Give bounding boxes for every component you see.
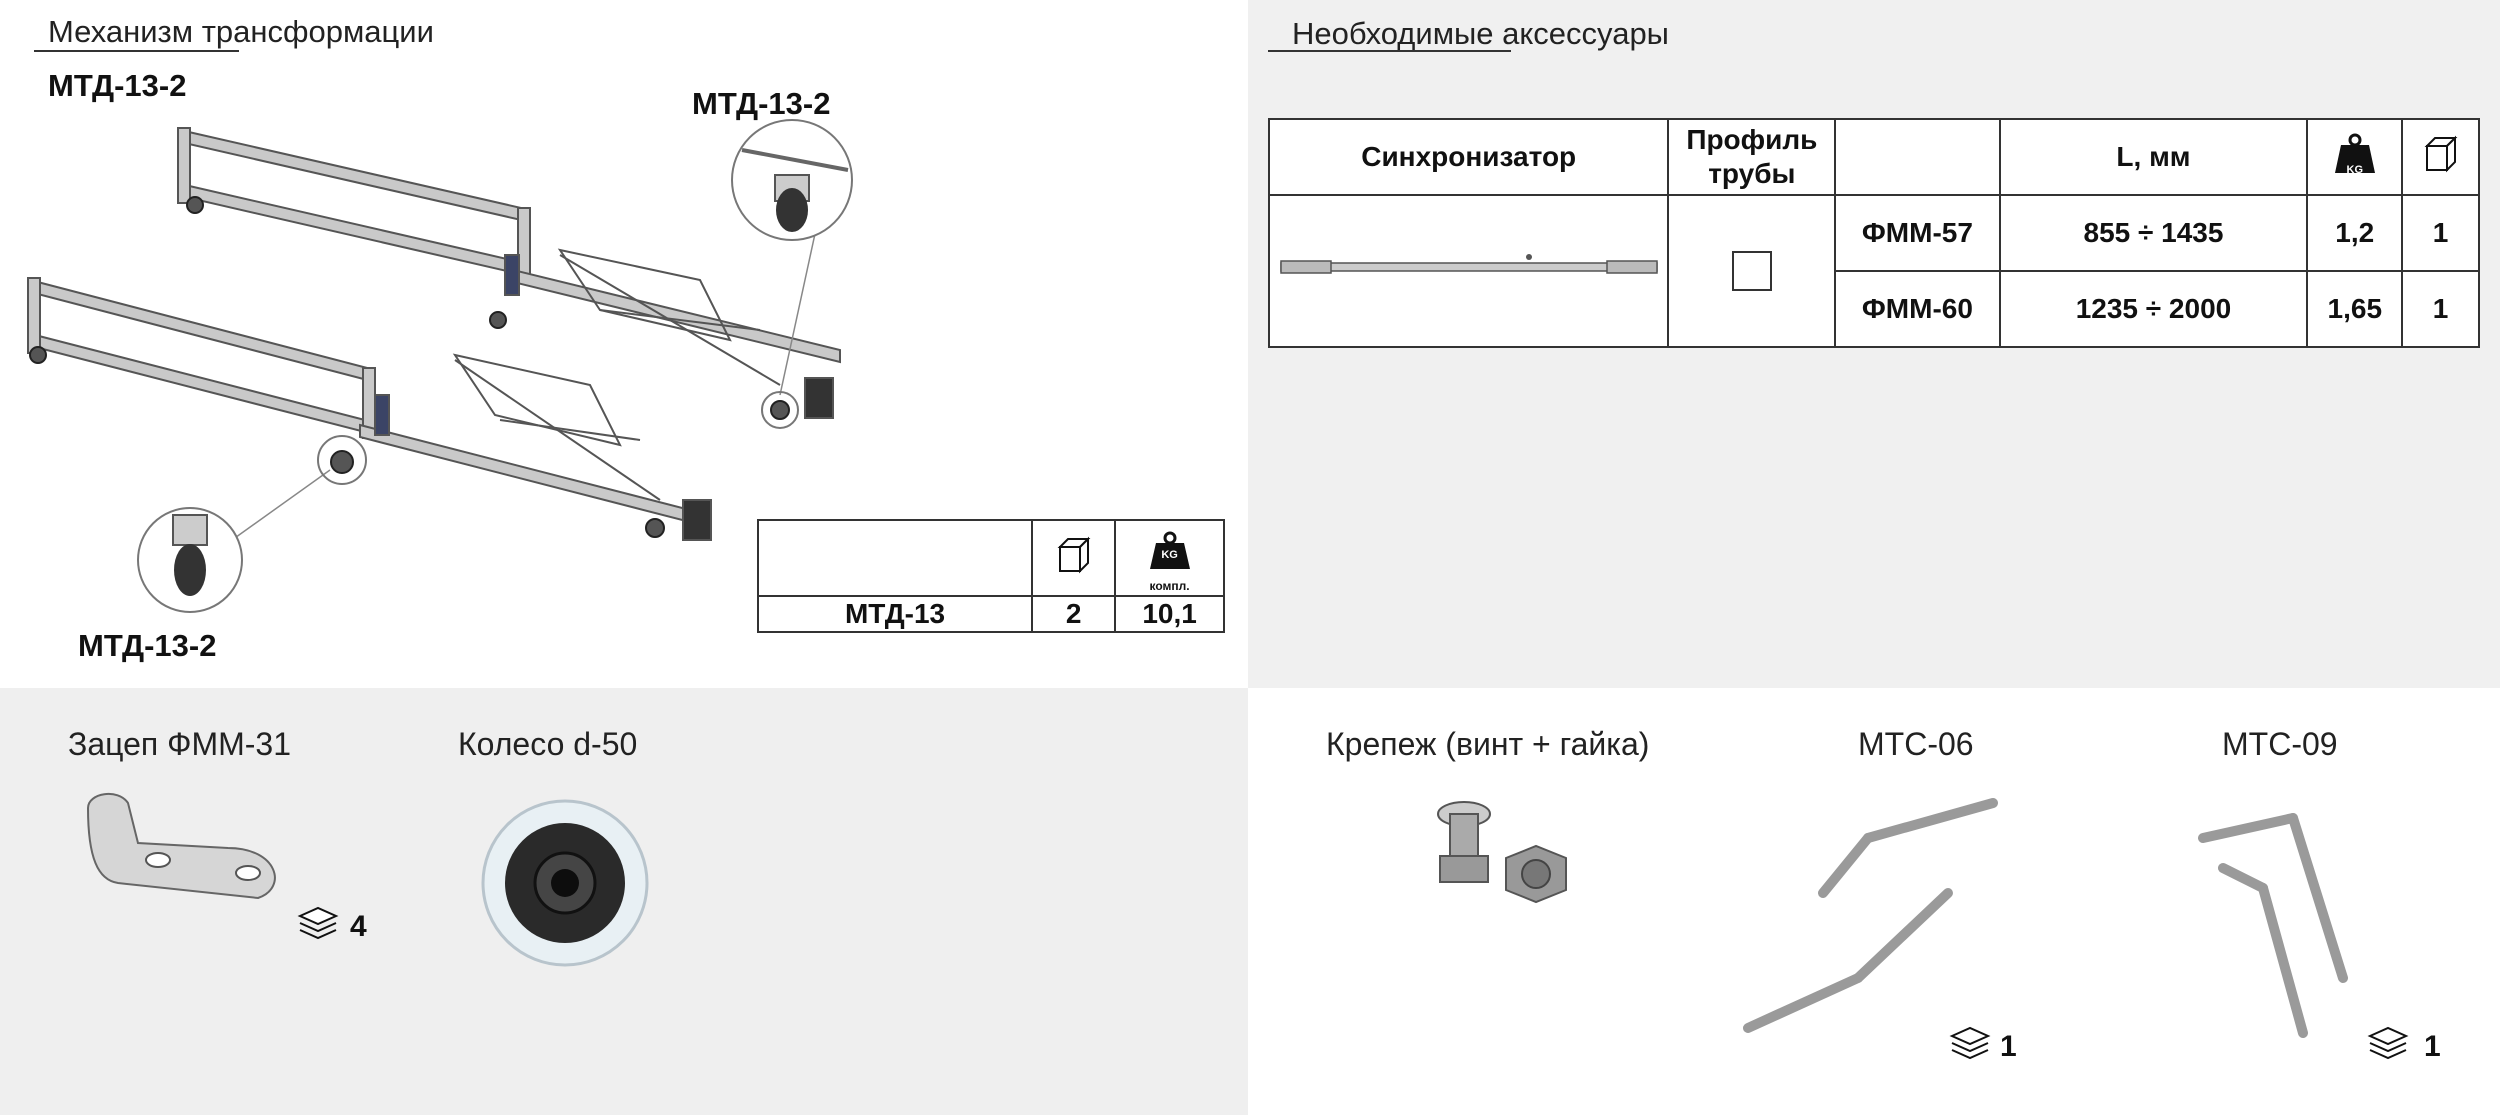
stack-icon <box>2367 1026 2409 1060</box>
square-profile-icon <box>1731 251 1772 291</box>
sync-header: Синхронизатор <box>1267 118 1670 196</box>
accessories-panel: Необходимые аксессуары Синхронизатор Про… <box>1248 0 2500 688</box>
weight-header: KG <box>2306 118 2404 196</box>
mechanism-panel: Механизм трансформации МТД-13-2 МТД-13-2… <box>0 0 1248 688</box>
length-cell: 855 ÷ 1435 <box>1998 194 2309 272</box>
accessories-title: Необходимые аксессуары <box>1292 16 1669 51</box>
kg-weight-icon <box>2334 133 2375 173</box>
box-header-cell <box>1031 519 1117 597</box>
mtc09-image <box>2198 813 2348 1038</box>
row-label-cell: МТД-13 <box>756 595 1034 633</box>
stack-icon <box>1949 1026 1991 1060</box>
fastener-label: Крепеж (винт + гайка) <box>1326 726 1650 762</box>
wheel-label: Колесо d-50 <box>458 726 638 762</box>
callout-label-bottom: МТД-13-2 <box>78 628 217 663</box>
title-underline <box>34 50 239 52</box>
length-cell: 1235 ÷ 2000 <box>1998 270 2309 348</box>
hook-image <box>86 793 276 900</box>
qty-cell: 1 <box>2401 194 2480 272</box>
kg-sub-label: компл. <box>1149 579 1190 593</box>
synchronizer-image <box>1279 253 1658 274</box>
mtc06-image <box>1743 798 1998 1033</box>
hook-qty: 4 <box>350 910 367 943</box>
mechanism-title: Механизм трансформации <box>48 14 434 49</box>
mtc06-qty: 1 <box>2000 1030 2017 1063</box>
box-icon <box>2424 135 2457 172</box>
mtc09-qty: 1 <box>2424 1030 2441 1063</box>
mechanism-spec-table: KG компл. МТД-13 2 10,1 <box>756 519 1225 633</box>
mtc09-label: МТС-09 <box>2222 726 2338 762</box>
length-header: L, мм <box>1998 118 2309 196</box>
model-header-empty <box>1834 118 2001 196</box>
model-cell: ФММ-57 <box>1834 194 2001 272</box>
mechanism-drawing <box>27 119 853 613</box>
mtc06-label: МТС-06 <box>1858 726 1974 762</box>
parts-panel-left: Зацеп ФММ-31 Колесо d-50 4 <box>0 688 1248 1115</box>
weight-cell: 1,65 <box>2306 270 2404 348</box>
title-underline <box>1268 50 1511 52</box>
model-cell: ФММ-60 <box>1834 270 2001 348</box>
kg-label: KG <box>1161 549 1178 561</box>
weight-cell: 10,1 <box>1114 595 1225 633</box>
hook-label: Зацеп ФММ-31 <box>68 726 291 762</box>
profile-image-cell <box>1667 194 1837 348</box>
weight-header-cell: KG компл. <box>1114 519 1225 597</box>
sync-image-cell <box>1267 194 1670 348</box>
box-icon <box>1057 536 1091 573</box>
fastener-image <box>1437 801 1567 904</box>
profile-header: Профиль трубы <box>1667 118 1837 196</box>
wheel-image <box>481 799 649 967</box>
kg-weight-icon <box>1149 531 1190 569</box>
callout-label-top: МТД-13-2 <box>692 86 831 121</box>
parts-panel-right: Крепеж (винт + гайка) МТС-06 МТС-09 1 1 <box>1248 688 2500 1115</box>
box-header <box>2401 118 2480 196</box>
stack-icon <box>297 906 339 940</box>
accessories-table: Синхронизатор Профиль трубы L, мм KG <box>1267 118 2480 348</box>
weight-cell: 1,2 <box>2306 194 2404 272</box>
table-empty-cell <box>756 519 1034 597</box>
qty-cell: 2 <box>1031 595 1117 633</box>
kg-label: KG <box>2346 164 2364 176</box>
model-label-top: МТД-13-2 <box>48 68 187 103</box>
qty-cell: 1 <box>2401 270 2480 348</box>
